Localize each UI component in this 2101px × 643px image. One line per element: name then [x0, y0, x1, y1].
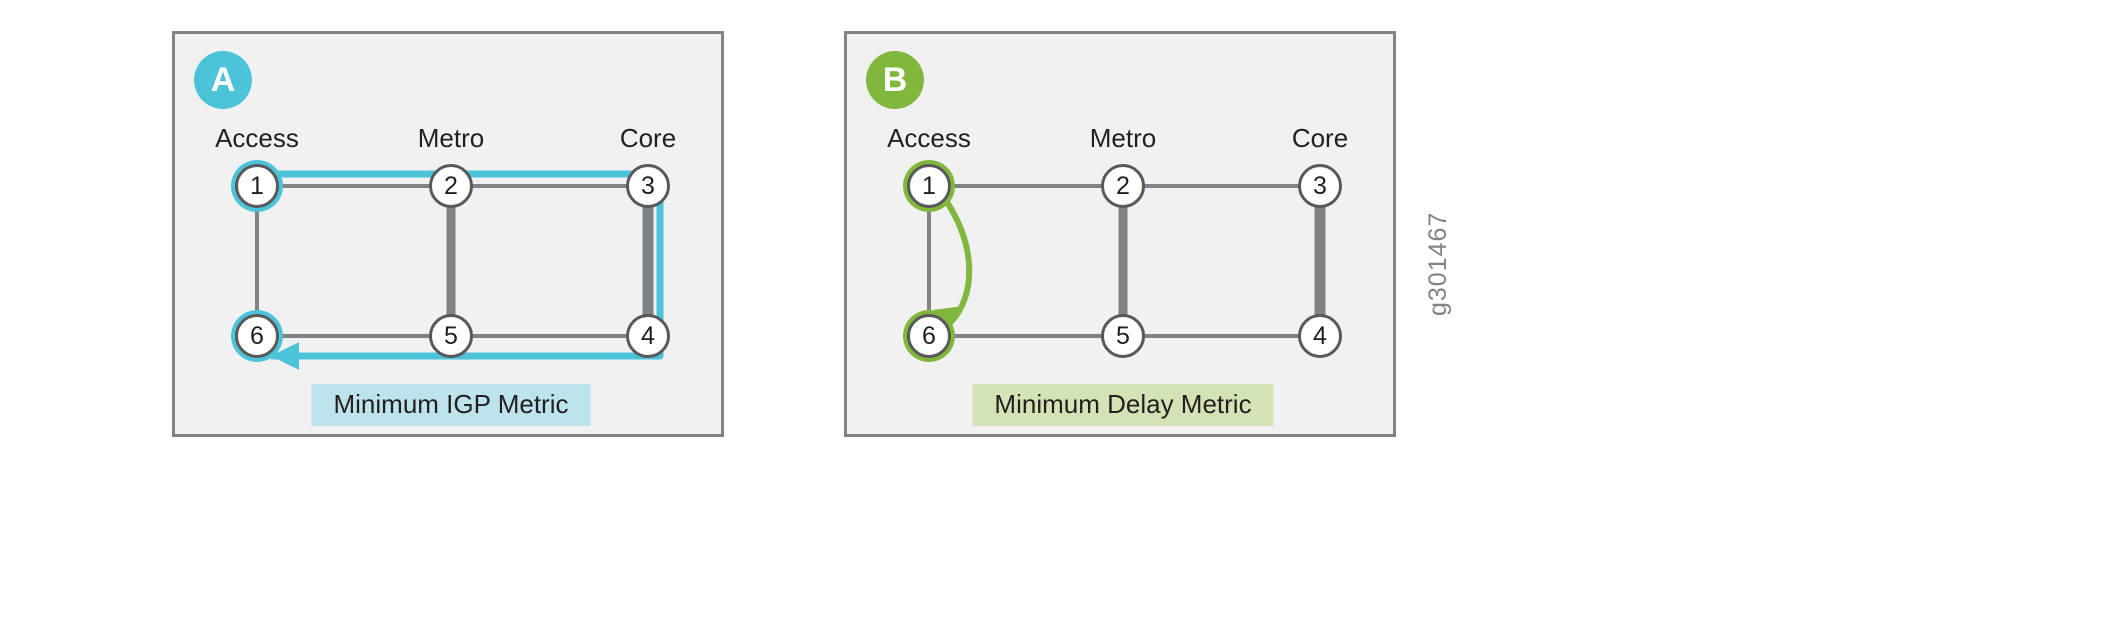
- panel-a-node-1-label: 1: [250, 171, 264, 200]
- panel-a-node-5[interactable]: 5: [429, 314, 473, 358]
- panel-b-column-label-core: Core: [1291, 123, 1349, 153]
- figure-watermark: g301467: [1424, 211, 1452, 316]
- panel-a-node-3-label: 3: [641, 171, 655, 200]
- panel-a: A Access Metro Core 1 2 3 6: [172, 31, 724, 437]
- panel-b: B Access Metro Core 1 2 3 6: [844, 31, 1396, 437]
- panel-b-node-3[interactable]: 3: [1298, 164, 1342, 208]
- panel-b-node-5[interactable]: 5: [1101, 314, 1145, 358]
- panel-b-node-5-label: 5: [1116, 321, 1130, 350]
- panel-a-link-graph: [255, 170, 664, 370]
- panel-a-node-2-label: 2: [444, 171, 458, 200]
- panel-a-node-6[interactable]: 6: [235, 314, 279, 358]
- panel-a-node-2[interactable]: 2: [429, 164, 473, 208]
- panel-b-node-3-label: 3: [1313, 171, 1327, 200]
- panel-a-node-1[interactable]: 1: [235, 164, 279, 208]
- panel-a-badge: A: [194, 51, 252, 109]
- panel-a-column-label-metro: Metro: [417, 123, 485, 153]
- panel-a-column-label-core: Core: [619, 123, 677, 153]
- panel-a-path-arrowhead-icon: [271, 342, 299, 370]
- panel-a-node-5-label: 5: [444, 321, 458, 350]
- panel-b-legend-label: Minimum Delay Metric: [994, 389, 1252, 419]
- panel-b-node-2[interactable]: 2: [1101, 164, 1145, 208]
- panel-b-node-1-label: 1: [922, 171, 936, 200]
- panel-b-node-6[interactable]: 6: [907, 314, 951, 358]
- panel-b-badge-label: B: [882, 60, 908, 99]
- panel-b-highlight-path: [944, 199, 973, 325]
- panel-b-node-4-label: 4: [1313, 321, 1327, 350]
- panel-b-node-1[interactable]: 1: [907, 164, 951, 208]
- panel-b-badge: B: [866, 51, 924, 109]
- panel-a-node-4[interactable]: 4: [626, 314, 670, 358]
- panel-b-column-label-access: Access: [887, 123, 971, 153]
- panel-a-column-label-access: Access: [215, 123, 299, 153]
- panel-b-column-label-metro: Metro: [1089, 123, 1157, 153]
- panel-b-legend: Minimum Delay Metric: [972, 384, 1274, 426]
- panel-b-link-graph: [927, 184, 1326, 338]
- panel-b-node-2-label: 2: [1116, 171, 1130, 200]
- panel-b-node-4[interactable]: 4: [1298, 314, 1342, 358]
- panel-a-node-3[interactable]: 3: [626, 164, 670, 208]
- panel-a-node-4-label: 4: [641, 321, 655, 350]
- panel-a-badge-label: A: [210, 60, 236, 99]
- panel-b-path-arrowhead-icon: [933, 306, 963, 334]
- panel-b-node-6-label: 6: [922, 321, 936, 350]
- panel-a-node-6-label: 6: [250, 321, 264, 350]
- panel-a-legend-label: Minimum IGP Metric: [333, 389, 569, 419]
- panel-a-legend: Minimum IGP Metric: [311, 384, 591, 426]
